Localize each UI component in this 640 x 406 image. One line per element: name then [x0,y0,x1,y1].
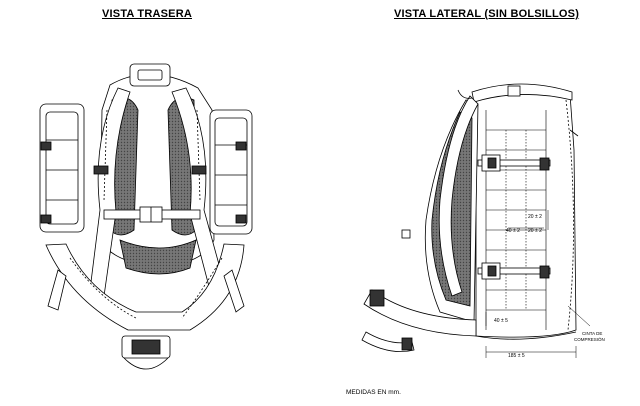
dim-molle-spacing-bottom: 20 ± 2 [528,228,542,234]
rear-view-drawing [39,63,253,370]
side-lower-compression-strap [477,267,551,275]
measurement-note: MEDIDAS EN mm. [346,389,401,396]
rear-lower-mesh [119,239,197,275]
side-top-flap [471,83,573,103]
dim-strap-height: 40 ± 5 [494,318,508,324]
callout-compression-line2: COMPRESIÓN [574,336,605,342]
dim-base-depth: 185 ± 5 [508,353,525,359]
rear-hip-belt [45,243,245,331]
rear-right-side-pocket [209,109,253,235]
rear-view-title: VISTA TRASERA [102,8,192,20]
side-hip-strap-end [361,331,415,353]
side-shoulder-strap [438,95,479,297]
side-dimension-lines [485,210,577,358]
side-view-title: VISTA LATERAL (SIN BOLSILLOS) [394,8,580,20]
rear-left-side-pocket [39,103,85,233]
rear-top-handle [129,63,171,87]
side-upper-compression-strap [477,159,551,167]
side-view-drawing [361,83,591,358]
callout-compression-line1: CINTA DE [582,331,602,336]
side-main-body [475,89,577,338]
dim-molle-spacing-top: 20 ± 2 [528,214,542,220]
dim-molle-width: 40 ± 2 [506,228,520,234]
